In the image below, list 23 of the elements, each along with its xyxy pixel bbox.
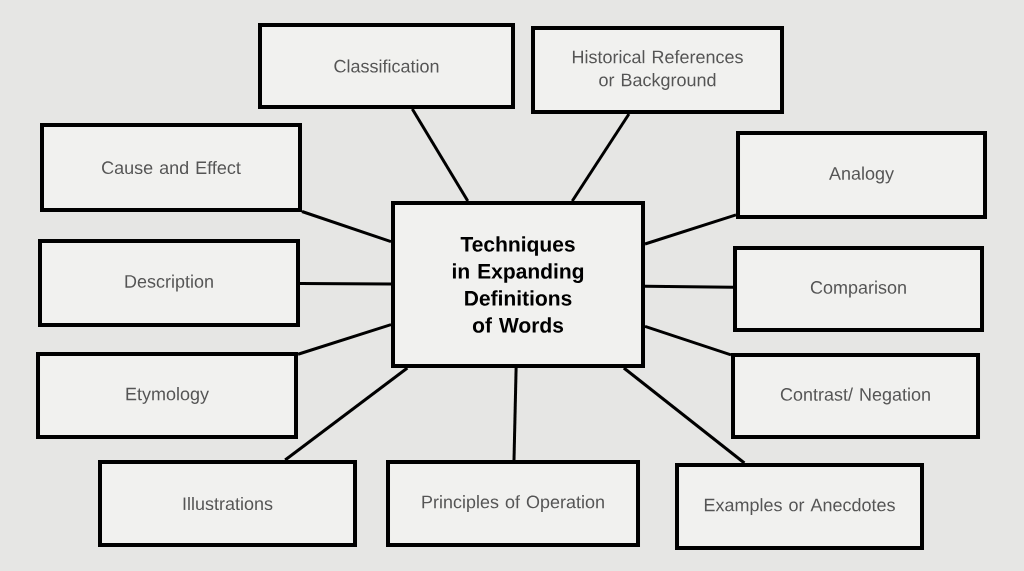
technique-box: Analogy (736, 131, 987, 219)
connector-line (622, 366, 746, 465)
connector-line (301, 210, 392, 244)
connector-line (284, 366, 409, 462)
title-box: Techniques in Expanding Definitions of Words (391, 201, 645, 368)
technique-box: Examples or Anecdotes (675, 463, 924, 550)
connector-line (644, 324, 732, 357)
technique-box: Etymology (36, 352, 298, 439)
technique-box: Description (38, 239, 300, 327)
connector-line (644, 213, 737, 246)
technique-box: Classification (258, 23, 515, 109)
technique-box: Historical References or Background (531, 26, 784, 114)
technique-box: Comparison (733, 246, 984, 332)
technique-box: Illustrations (98, 460, 357, 547)
technique-box: Principles of Operation (386, 460, 640, 547)
technique-box: Cause and Effect (40, 123, 302, 212)
connector-line (411, 108, 470, 202)
connector-line (297, 323, 392, 356)
technique-box: Contrast/ Negation (731, 353, 980, 439)
connector-line (300, 282, 391, 286)
connector-line (571, 113, 631, 202)
connector-line (512, 367, 518, 461)
connector-line (645, 284, 734, 289)
